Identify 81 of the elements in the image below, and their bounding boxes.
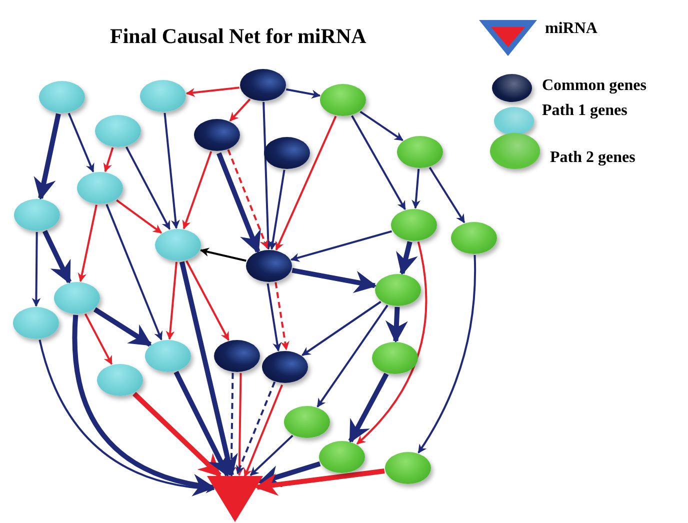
- arrow: [34, 113, 61, 200]
- arrow: [250, 434, 294, 476]
- arrow: [186, 86, 240, 97]
- path-2-gene-node: [320, 84, 366, 116]
- path-1-gene-node: [155, 229, 201, 261]
- arrow: [106, 204, 163, 340]
- path-1-gene-node: [95, 115, 141, 147]
- path-1-gene-node: [145, 340, 191, 372]
- arrow: [68, 112, 94, 173]
- arrow: [38, 340, 215, 493]
- path-1-gene-node: [13, 307, 59, 339]
- common-gene-node: [194, 119, 240, 151]
- arrow: [396, 241, 418, 276]
- arrow: [275, 116, 337, 251]
- arrow: [292, 268, 377, 294]
- common-gene-node: [246, 250, 292, 282]
- arrow: [166, 262, 178, 340]
- arrow: [32, 232, 41, 307]
- mirna-triangle-node: [207, 476, 263, 522]
- arrow: [290, 230, 392, 262]
- path-1-gene-node: [54, 282, 100, 314]
- path-2-gene-node: [451, 222, 497, 254]
- arrow: [418, 254, 476, 454]
- path-1-gene-node: [140, 80, 186, 112]
- path-1-gene-node: [77, 172, 123, 204]
- arrow: [186, 260, 230, 341]
- arrow: [179, 261, 238, 478]
- arrow: [412, 168, 421, 209]
- path-2-gene-node: [375, 274, 421, 306]
- arrow: [258, 461, 321, 488]
- path-2-gene-node: [372, 342, 418, 374]
- path-2-gene-node: [391, 209, 437, 241]
- arrow: [302, 300, 382, 356]
- path-1-gene-node: [14, 199, 60, 231]
- arrow: [385, 306, 408, 344]
- common-gene-node: [214, 340, 260, 372]
- legend-label: Path 1 genes: [542, 102, 628, 120]
- common-gene-node: [262, 351, 308, 383]
- arrow: [174, 370, 230, 478]
- path-1-gene-node: [97, 364, 143, 396]
- arrow: [229, 98, 251, 122]
- arrow: [227, 149, 268, 249]
- legend-label: Common genes: [542, 77, 646, 95]
- arrow: [182, 151, 212, 230]
- arrow: [78, 204, 98, 282]
- common-gene-node: [240, 69, 286, 101]
- path-2-gene-node: [319, 441, 365, 473]
- arrow: [103, 147, 114, 172]
- arrow: [316, 304, 388, 408]
- arrow: [116, 199, 162, 234]
- diagram-title: Final Causal Net for miRNA: [110, 24, 366, 49]
- arrow: [84, 313, 113, 365]
- arrow: [262, 102, 273, 250]
- arrow: [356, 242, 428, 445]
- arrow: [72, 314, 216, 496]
- arrow: [274, 282, 290, 350]
- arrow: [360, 110, 404, 142]
- arrow: [268, 170, 286, 250]
- legend-label: miRNA: [545, 20, 598, 38]
- arrow: [348, 372, 389, 444]
- arrow: [244, 384, 283, 478]
- arrow: [125, 146, 171, 230]
- legend-label: Path 2 genes: [550, 149, 636, 167]
- arrow: [216, 152, 261, 254]
- arrow: [132, 392, 222, 478]
- arrow: [42, 230, 72, 284]
- arrow: [164, 112, 180, 229]
- arrow: [93, 307, 152, 347]
- arrow: [286, 88, 321, 99]
- arrow: [236, 381, 276, 474]
- common-gene-node: [264, 137, 310, 169]
- arrow: [266, 283, 282, 352]
- arrow: [234, 373, 244, 476]
- arrow: [200, 248, 246, 262]
- path-1-gene-node: [39, 81, 85, 113]
- arrow: [428, 166, 466, 224]
- arrow: [254, 468, 385, 496]
- arrow: [351, 115, 406, 210]
- path-2-gene-node: [397, 136, 443, 168]
- path-2-gene-node: [284, 406, 330, 438]
- path-2-gene-node: [385, 452, 431, 484]
